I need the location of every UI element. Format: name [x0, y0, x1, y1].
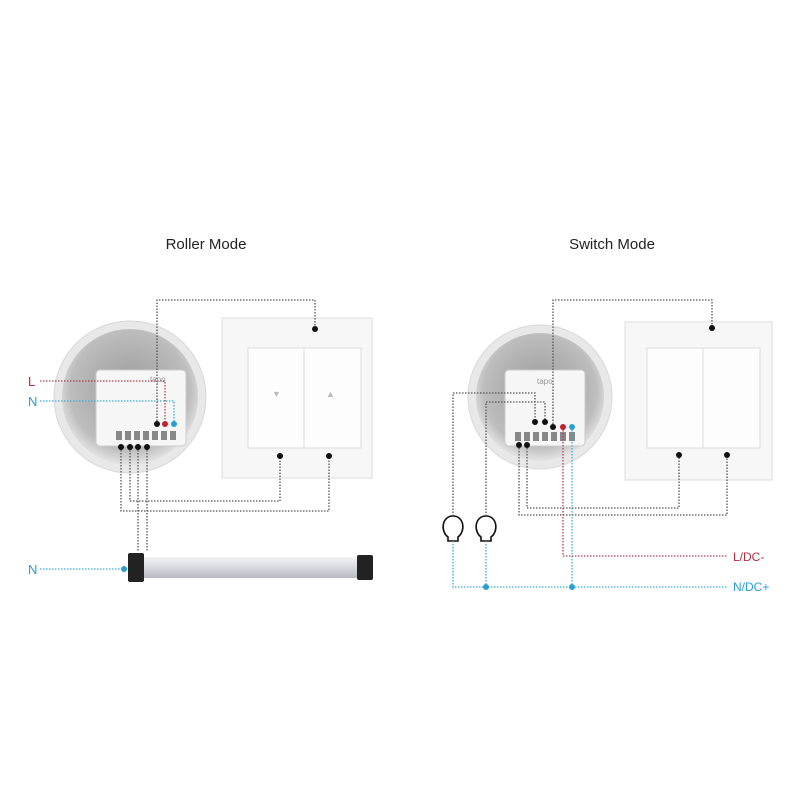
- roller-terminals: [116, 431, 176, 440]
- roller-connection-dots: [118, 326, 332, 572]
- switch-wall-switch: [624, 321, 773, 481]
- switch-mode-title: Switch Mode: [569, 236, 655, 253]
- switch-module-brand: tapo: [537, 377, 553, 386]
- switch-junction-box: [467, 324, 613, 470]
- switch-terminals: [515, 432, 575, 441]
- motor-neutral-label: N: [28, 562, 38, 577]
- roller-junction-box: [53, 320, 207, 474]
- up-arrow-icon: ▲: [326, 389, 335, 399]
- roller-motor-tube: [128, 553, 373, 582]
- switch-neutral-label: N/DC+: [733, 580, 770, 594]
- roller-neutral-label: N: [28, 394, 38, 409]
- light-bulb-icon: [442, 515, 497, 542]
- roller-mode-title: Roller Mode: [165, 236, 247, 253]
- switch-live-label: L/DC-: [733, 550, 765, 564]
- roller-module-brand: tapo: [150, 375, 166, 384]
- down-arrow-icon: ▼: [272, 389, 281, 399]
- roller-live-label: L: [28, 374, 36, 389]
- switch-connection-dots: [483, 325, 730, 590]
- roller-wall-switch: [221, 317, 373, 479]
